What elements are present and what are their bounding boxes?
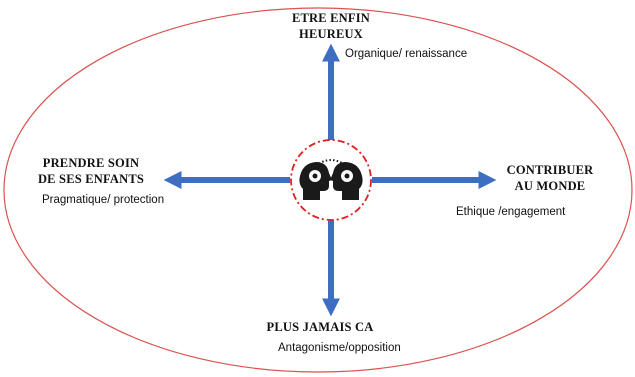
top-title-line1: ETRE ENFIN bbox=[291, 11, 371, 25]
center-node bbox=[290, 139, 372, 221]
left-node-title: PRENDRE SOIN DE SES ENFANTS bbox=[26, 156, 156, 187]
right-title-line2: AU MONDE bbox=[514, 178, 586, 193]
top-node-title: ETRE ENFIN HEUREUX bbox=[276, 11, 386, 42]
bottom-node-subtitle: Antagonisme/opposition bbox=[278, 342, 401, 354]
left-title-line1: PRENDRE SOIN bbox=[42, 156, 140, 170]
right-title-line1: CONTRIBUER bbox=[506, 163, 594, 177]
bottom-title-line1: PLUS JAMAIS CA bbox=[266, 320, 374, 334]
top-title-line2: HEUREUX bbox=[299, 26, 363, 41]
top-node-subtitle: Organique/ renaissance bbox=[345, 48, 468, 60]
two-heads-exchange-icon bbox=[299, 159, 363, 200]
right-node-title: CONTRIBUER AU MONDE bbox=[500, 163, 600, 194]
left-node-subtitle: Pragmatique/ protection bbox=[42, 194, 165, 206]
arrows bbox=[163, 43, 497, 317]
outer-ellipse bbox=[3, 7, 633, 373]
right-node-subtitle: Ethique /engagement bbox=[456, 206, 566, 218]
bottom-node-title: PLUS JAMAIS CA bbox=[255, 320, 385, 336]
left-title-line2: DE SES ENFANTS bbox=[37, 171, 145, 186]
